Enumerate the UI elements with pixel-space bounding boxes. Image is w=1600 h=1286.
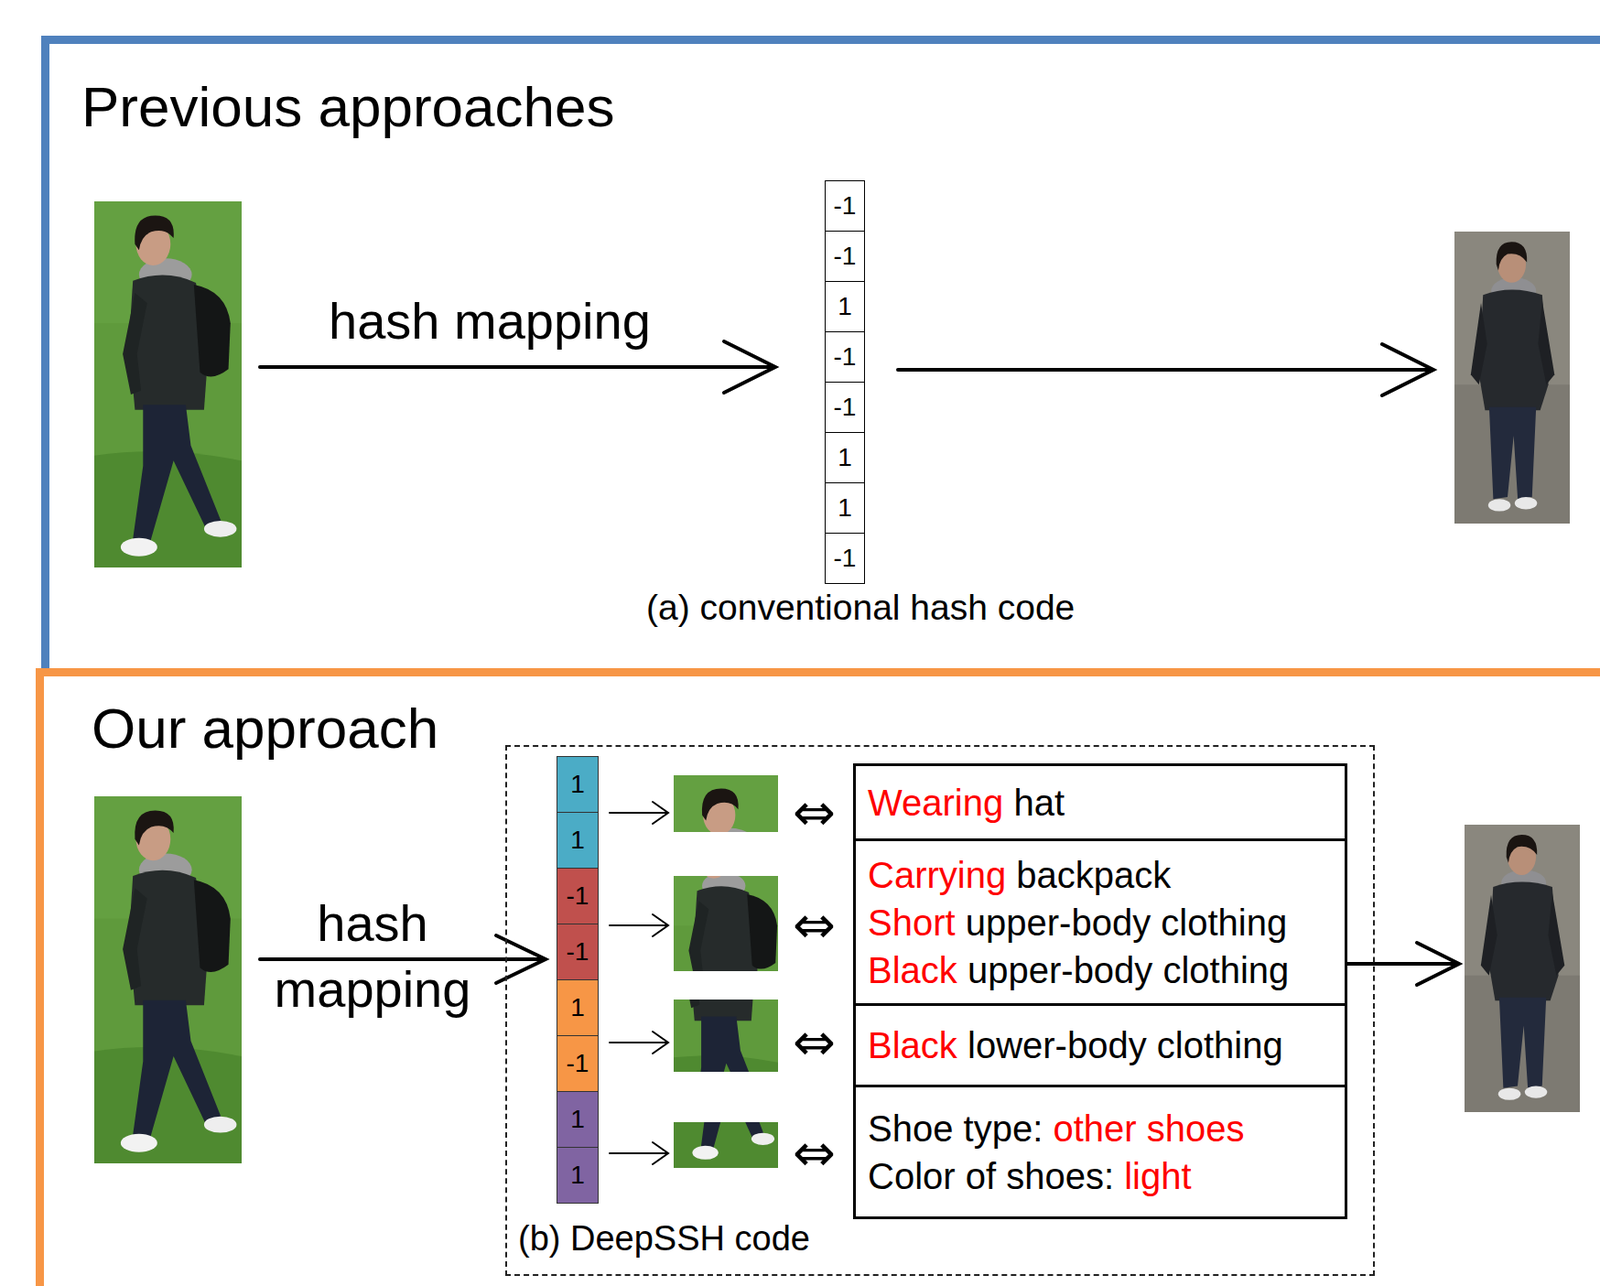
attribute-value: Wearing bbox=[867, 782, 1004, 823]
bit-value: -1 bbox=[833, 193, 857, 219]
code-bit-cell: 1 bbox=[556, 811, 599, 869]
text-line: Carryingbackpack bbox=[867, 851, 1333, 899]
approach-panel: Previous approaches -1 -1 1 -1 -1 1 1 -1 bbox=[41, 35, 1600, 677]
attribute-name: upper-body clothing bbox=[965, 902, 1287, 943]
bit-value: 1 bbox=[837, 495, 853, 521]
correspondence-symbol: ⇔ bbox=[792, 896, 836, 955]
label-slot: (a) conventional hash code bbox=[646, 587, 1075, 629]
subfigure-caption: (a) conventional hash code bbox=[646, 587, 1075, 629]
text-line: Wearinghat bbox=[867, 778, 1333, 827]
code-bit-cell: -1 bbox=[556, 867, 599, 925]
bit-value: -1 bbox=[833, 545, 857, 572]
hash-bit-cell: -1 bbox=[824, 230, 865, 282]
attribute-name: Color of shoes: bbox=[867, 1156, 1114, 1197]
bit-value: 1 bbox=[570, 1106, 585, 1133]
bit-value: -1 bbox=[833, 243, 857, 270]
label-slot: ⇔ bbox=[792, 896, 836, 955]
code-bit-cell: 1 bbox=[556, 1146, 599, 1204]
bit-value: 1 bbox=[570, 827, 585, 854]
code-bit-cell: 1 bbox=[556, 1091, 599, 1148]
attribute-value: Short bbox=[867, 902, 956, 943]
code-region: (b) DeepSSH code11-1-11-111WearinghatCar… bbox=[505, 745, 1375, 1276]
hash-bit-cell: -1 bbox=[824, 331, 865, 383]
label-slot: ⇔ bbox=[792, 1124, 836, 1183]
bit-value: -1 bbox=[566, 1050, 590, 1077]
bit-value: 1 bbox=[570, 1162, 585, 1189]
text-line: Blackupper-body clothing bbox=[867, 946, 1333, 995]
arrow-label: hash mapping bbox=[253, 890, 492, 1023]
hash-bit-cell: 1 bbox=[824, 281, 865, 333]
label-slot: ⇔ bbox=[792, 1013, 836, 1072]
text-line: Blacklower-body clothing bbox=[867, 1021, 1333, 1070]
heading-text: (b) DeepSSH code bbox=[518, 1219, 1373, 1260]
attribute-name: Shoe type: bbox=[867, 1108, 1043, 1149]
attribute-name: upper-body clothing bbox=[967, 950, 1289, 991]
hash-bit-cell: 1 bbox=[824, 432, 865, 484]
attribute-value: Carrying bbox=[867, 854, 1006, 896]
correspondence-symbol: ⇔ bbox=[792, 783, 836, 843]
label-slot: hash mapping bbox=[253, 890, 492, 1023]
text-line: Shoe type:other shoes bbox=[867, 1104, 1333, 1153]
attribute-row: Shoe type:other shoesColor of shoes:ligh… bbox=[853, 1084, 1348, 1220]
attribute-value: Black bbox=[867, 1025, 958, 1066]
attribute-value: light bbox=[1124, 1156, 1191, 1197]
bit-value: 1 bbox=[837, 444, 853, 471]
attribute-row: Blacklower-body clothing bbox=[853, 1003, 1348, 1088]
text-line: Shortupper-body clothing bbox=[867, 898, 1333, 947]
text-line: Color of shoes:light bbox=[867, 1152, 1333, 1200]
hash-bit-cell: -1 bbox=[824, 180, 865, 232]
bit-value: -1 bbox=[833, 394, 857, 421]
correspondence-symbol: ⇔ bbox=[792, 1124, 836, 1183]
correspondence-symbol: ⇔ bbox=[792, 1013, 836, 1072]
bit-value: -1 bbox=[566, 939, 590, 965]
attribute-name: backpack bbox=[1016, 854, 1171, 896]
label-slot: ⇔ bbox=[792, 783, 836, 843]
bit-value: -1 bbox=[833, 344, 857, 370]
attribute-name: hat bbox=[1013, 782, 1065, 823]
label-slot: hash mapping bbox=[328, 291, 651, 351]
approach-panel: Our approach(b) DeepSSH code11-1-11-111W… bbox=[35, 668, 1600, 1286]
arrow-label: hash mapping bbox=[328, 291, 651, 351]
code-bit-cell: -1 bbox=[556, 1035, 599, 1092]
attribute-name: lower-body clothing bbox=[967, 1025, 1284, 1066]
code-bit-cell: -1 bbox=[556, 923, 599, 981]
attribute-value: other shoes bbox=[1052, 1108, 1244, 1149]
hash-bit-cell: 1 bbox=[824, 482, 865, 534]
heading-text: Previous approaches bbox=[81, 74, 1600, 140]
bit-value: 1 bbox=[837, 293, 853, 320]
code-bit-cell: 1 bbox=[556, 756, 599, 813]
bit-value: -1 bbox=[566, 883, 590, 909]
code-bit-cell: 1 bbox=[556, 979, 599, 1037]
hash-bit-cell: -1 bbox=[824, 532, 865, 584]
attribute-value: Black bbox=[867, 950, 958, 991]
bit-value: 1 bbox=[570, 771, 585, 798]
attribute-row: CarryingbackpackShortupper-body clothing… bbox=[853, 838, 1348, 1006]
hash-bit-cell: -1 bbox=[824, 381, 865, 433]
bit-value: 1 bbox=[570, 994, 585, 1021]
attribute-row: Wearinghat bbox=[853, 763, 1348, 842]
